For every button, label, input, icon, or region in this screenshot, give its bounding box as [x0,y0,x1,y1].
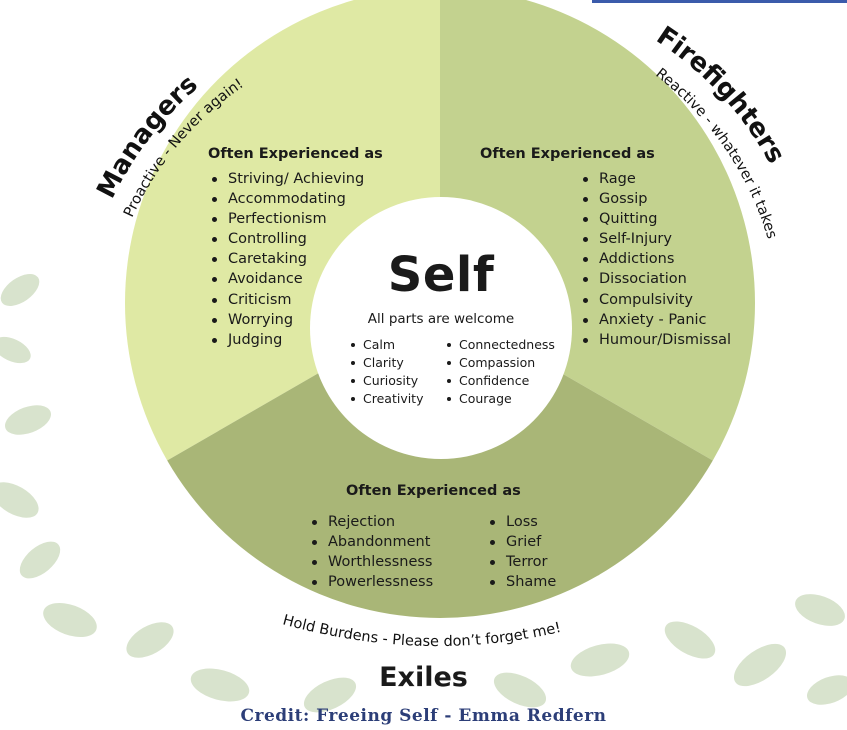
list-item: Addictions [579,249,731,269]
firefighters-heading: Often Experienced as [480,146,655,162]
top-accent-bar [592,0,847,3]
list-item: Caretaking [208,249,383,269]
list-item: Loss [486,512,556,532]
list-item: Clarity [349,354,424,372]
exiles-label: Exiles [379,662,468,693]
list-item: Worthlessness [308,552,433,572]
exiles-tagline: Hold Burdens - Please don’t forget me! [281,612,563,650]
managers-heading: Often Experienced as [208,146,383,162]
list-item: Worrying [208,310,383,330]
list-item: Rage [579,169,731,189]
list-item: Humour/Dismissal [579,330,731,350]
leaf-decoration [0,274,847,713]
exiles-segment [167,303,713,619]
list-item: Connectedness [445,336,555,354]
firefighters-block: Often Experienced as Rage Gossip Quittin… [480,146,731,350]
list-item: Accommodating [208,189,383,209]
list-item: Creativity [349,390,424,408]
list-item: Grief [486,532,556,552]
list-item: Avoidance [208,269,383,289]
self-circle [310,197,572,459]
list-item: Anxiety - Panic [579,310,731,330]
exiles-list-right: Loss Grief Terror Shame [486,512,556,592]
list-item: Shame [486,572,556,592]
self-qualities-right: Connectedness Compassion Confidence Cour… [445,336,555,408]
list-item: Perfectionism [208,209,383,229]
list-item: Powerlessness [308,572,433,592]
self-title: Self [387,247,495,303]
list-item: Compulsivity [579,290,731,310]
list-item: Controlling [208,229,383,249]
list-item: Courage [445,390,555,408]
list-item: Judging [208,330,383,350]
managers-block: Often Experienced as Striving/ Achieving… [208,146,383,350]
list-item: Compassion [445,354,555,372]
credit-text: Credit: Freeing Self - Emma Redfern [240,706,607,726]
list-item: Gossip [579,189,731,209]
list-item: Self-Injury [579,229,731,249]
exiles-block: Often Experienced as [346,483,521,506]
list-item: Rejection [308,512,433,532]
exiles-heading: Often Experienced as [346,483,521,499]
managers-list: Striving/ Achieving Accommodating Perfec… [208,169,383,350]
credit-bar: Credit: Freeing Self - Emma Redfern [0,706,847,730]
list-item: Quitting [579,209,731,229]
list-item: Striving/ Achieving [208,169,383,189]
list-item: Confidence [445,372,555,390]
list-item: Calm [349,336,424,354]
list-item: Abandonment [308,532,433,552]
firefighters-list: Rage Gossip Quitting Self-Injury Addicti… [579,169,731,350]
list-item: Criticism [208,290,383,310]
list-item: Dissociation [579,269,731,289]
self-subtitle: All parts are welcome [367,311,515,327]
list-item: Terror [486,552,556,572]
self-qualities-left: Calm Clarity Curiosity Creativity [349,336,424,408]
list-item: Curiosity [349,372,424,390]
exiles-list-left: Rejection Abandonment Worthlessness Powe… [308,512,433,592]
